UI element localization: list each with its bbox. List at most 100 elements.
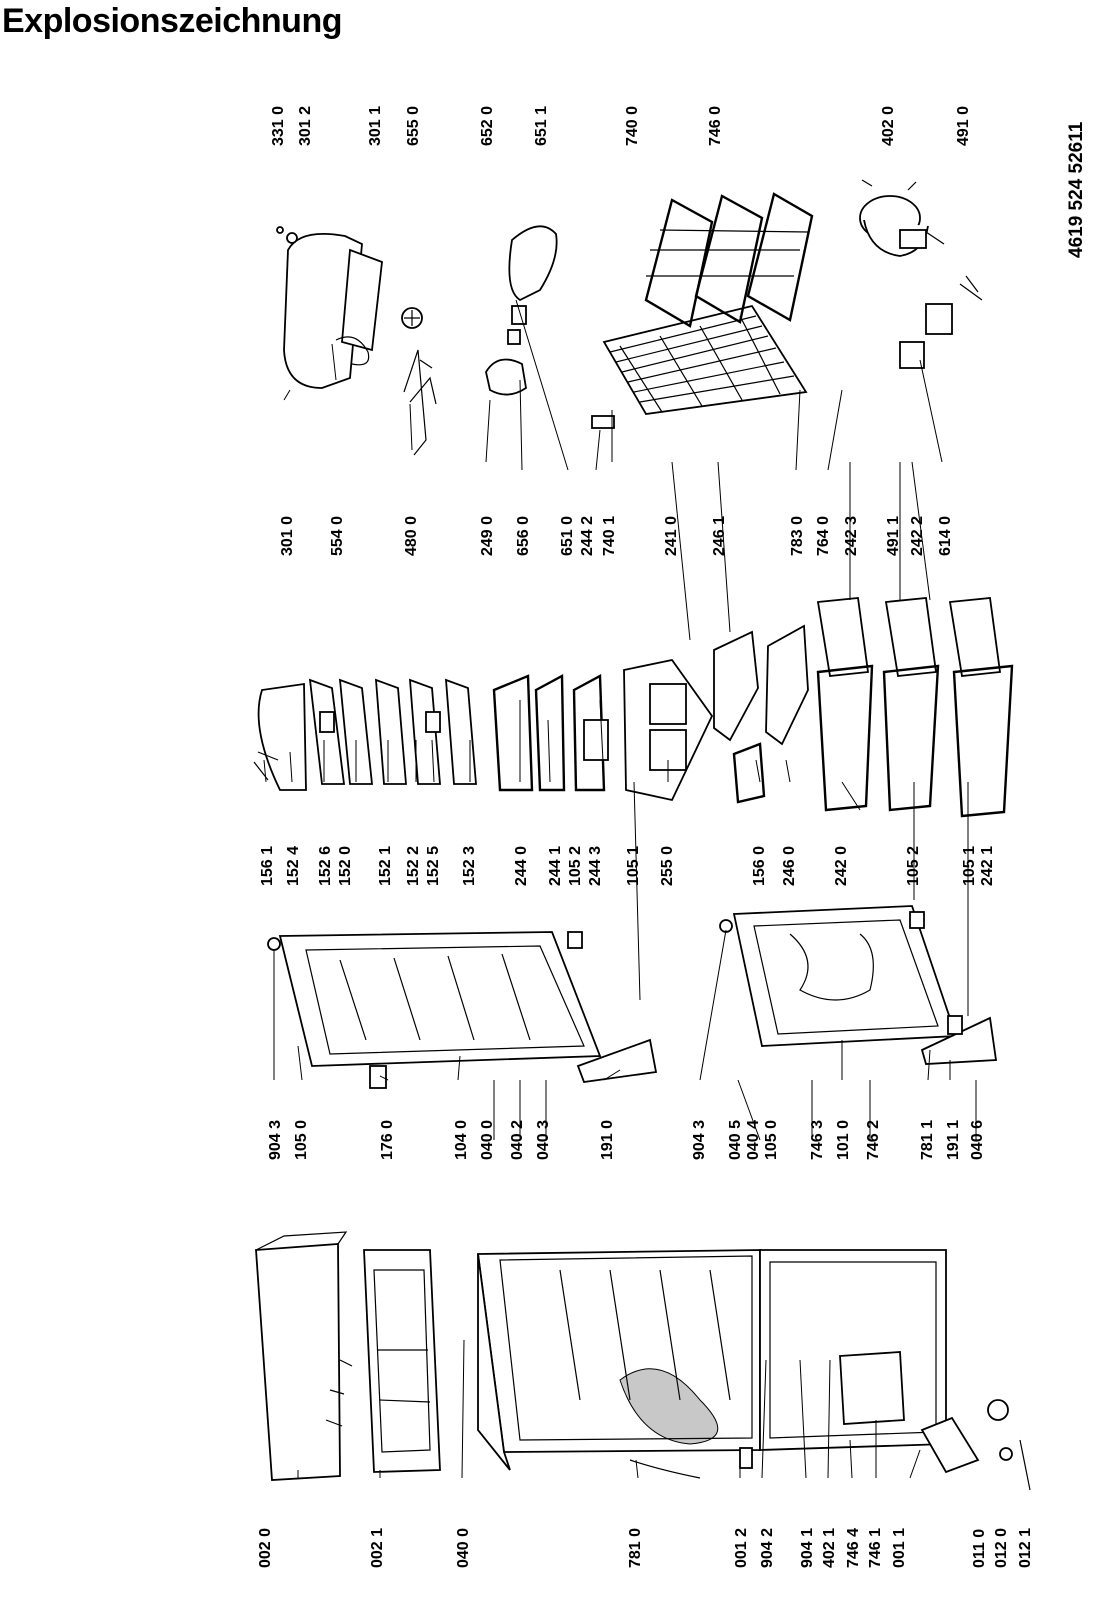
part-label: 746 4 [845, 1528, 862, 1568]
part-label: 156 1 [259, 846, 276, 886]
part-label: 012 0 [993, 1528, 1010, 1568]
labels-column-1: 331 0 301 2 301 1 655 0 652 0 651 1 740 … [270, 106, 972, 146]
part-label: 001 1 [891, 1528, 908, 1568]
document-number: 4619 524 52611 [1066, 121, 1087, 258]
part-label: 152 0 [337, 846, 354, 886]
part-label: 101 0 [835, 1120, 852, 1160]
part-label: 904 2 [759, 1528, 776, 1568]
top-frame-drawing [363, 1249, 441, 1473]
part-label: 012 1 [1017, 1528, 1034, 1568]
leader-lines [263, 299, 977, 1479]
top-cover-drawing [255, 1231, 353, 1481]
part-label: 301 2 [297, 106, 314, 146]
part-label: 246 0 [781, 846, 798, 886]
page-title: Explosionszeichnung [2, 2, 342, 40]
part-label: 655 0 [405, 106, 422, 146]
part-label: 255 0 [659, 846, 676, 886]
part-label: 491 0 [955, 106, 972, 146]
part-label: 746 2 [865, 1120, 882, 1160]
part-label: 191 1 [945, 1120, 962, 1160]
part-label: 746 3 [809, 1120, 826, 1160]
part-label: 152 5 [425, 846, 442, 886]
part-label: 040 4 [745, 1120, 762, 1160]
part-label: 105 1 [961, 846, 978, 886]
part-label: 242 1 [979, 846, 996, 886]
door-shelves-drawing [253, 678, 477, 791]
part-label: 105 0 [293, 1120, 310, 1160]
part-label: 244 3 [587, 846, 604, 886]
part-label: 764 0 [815, 516, 832, 556]
part-label: 156 0 [751, 846, 768, 886]
relay-drawing [899, 275, 983, 369]
part-label: 904 1 [799, 1528, 816, 1568]
part-label: 152 6 [317, 846, 334, 886]
part-label: 242 0 [833, 846, 850, 886]
evaporator-grid-drawing [644, 192, 814, 328]
freezer-frames-drawing [713, 624, 809, 804]
part-label: 191 0 [599, 1120, 616, 1160]
compressor-drawing [859, 179, 945, 257]
part-label: 651 0 [559, 516, 576, 556]
part-label: 746 1 [867, 1528, 884, 1568]
part-label: 301 1 [367, 106, 384, 146]
part-label: 904 3 [691, 1120, 708, 1160]
part-label: 040 0 [455, 1528, 472, 1568]
part-label: 246 1 [711, 516, 728, 556]
part-label: 331 0 [270, 106, 287, 146]
condenser-drawing [591, 304, 808, 429]
part-label: 001 2 [733, 1528, 750, 1568]
part-label: 040 2 [509, 1120, 526, 1160]
labels-column-4: 904 3 105 0 176 0 104 0 040 0 040 2 040 … [267, 1120, 986, 1160]
part-label: 614 0 [937, 516, 954, 556]
part-label: 040 5 [727, 1120, 744, 1160]
part-label: 402 0 [880, 106, 897, 146]
cover-assembly-drawing [276, 226, 383, 389]
part-label: 002 0 [257, 1528, 274, 1568]
labels-column-2: 301 0 554 0 480 0 249 0 656 0 651 0 244 … [279, 516, 954, 556]
wiring-harness-drawing [403, 349, 437, 456]
part-label: 105 0 [763, 1120, 780, 1160]
part-label: 040 3 [535, 1120, 552, 1160]
cabinet-drawing [476, 1249, 947, 1471]
part-label: 244 2 [579, 516, 596, 556]
part-label: 301 0 [279, 516, 296, 556]
thermostat-part-drawing [401, 307, 423, 329]
part-label: 652 0 [479, 106, 496, 146]
part-label: 242 3 [843, 516, 860, 556]
part-label: 740 1 [601, 516, 618, 556]
part-label: 249 0 [479, 516, 496, 556]
part-label: 241 0 [663, 516, 680, 556]
part-label: 480 0 [403, 516, 420, 556]
part-label: 152 4 [285, 846, 302, 886]
part-label: 002 1 [369, 1528, 386, 1568]
part-label: 011 0 [971, 1529, 988, 1568]
freezer-baskets-drawing [816, 597, 1014, 818]
wire-shelves-drawing [492, 674, 609, 792]
part-label: 152 1 [377, 846, 394, 886]
part-label: 746 0 [707, 106, 724, 146]
part-label: 105 1 [625, 846, 642, 886]
part-label: 040 0 [479, 1120, 496, 1160]
part-label: 491 1 [885, 516, 902, 556]
part-label: 554 0 [329, 516, 346, 556]
upper-door-drawing [267, 931, 658, 1089]
part-label: 105 2 [567, 846, 584, 886]
part-label: 040 6 [969, 1120, 986, 1160]
part-label: 176 0 [379, 1120, 396, 1160]
part-label: 740 0 [624, 106, 641, 146]
part-label: 104 0 [453, 1120, 470, 1160]
part-label: 904 3 [267, 1120, 284, 1160]
part-label: 152 2 [405, 846, 422, 886]
part-label: 781 1 [919, 1120, 936, 1160]
part-label: 781 0 [627, 1528, 644, 1568]
part-label: 244 1 [547, 846, 564, 886]
part-label: 242 2 [909, 516, 926, 556]
ice-tray-drawing [623, 658, 714, 802]
part-label: 656 0 [515, 516, 532, 556]
labels-column-3: 156 1 152 4 152 6 152 0 152 1 152 2 152 … [259, 846, 996, 886]
labels-column-5: 002 0 002 1 040 0 781 0 001 2 904 2 904 … [257, 1528, 1034, 1568]
part-label: 783 0 [789, 516, 806, 556]
hinge-parts-drawing [629, 1399, 1031, 1491]
lower-door-drawing [719, 905, 998, 1065]
